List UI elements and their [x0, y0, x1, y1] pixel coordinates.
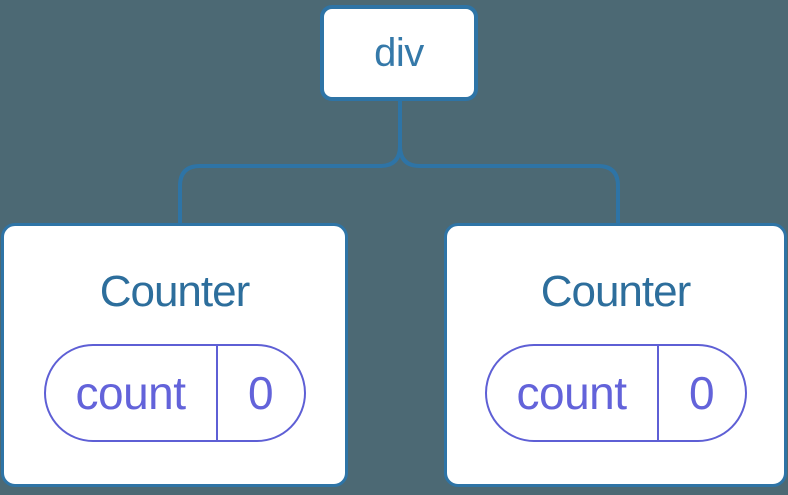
counter-card-right: Counter count 0 — [444, 223, 787, 487]
state-pill: count 0 — [484, 344, 747, 443]
state-value-label: 0 — [688, 367, 715, 420]
component-title: Counter — [540, 267, 692, 316]
state-key-label: count — [75, 367, 186, 420]
state-key-cell: count — [46, 346, 218, 441]
root-node-label: div — [374, 30, 424, 75]
connector-right-branch — [398, 99, 620, 224]
state-key-cell: count — [487, 346, 659, 441]
counter-card-left: Counter count 0 — [1, 223, 348, 487]
state-value-cell: 0 — [659, 346, 745, 440]
connector-left-branch — [178, 99, 402, 224]
state-value-label: 0 — [247, 367, 274, 420]
state-value-cell: 0 — [218, 346, 304, 440]
state-key-label: count — [516, 367, 627, 420]
component-title: Counter — [99, 267, 251, 316]
root-node: div — [320, 5, 478, 101]
state-pill: count 0 — [43, 344, 306, 443]
